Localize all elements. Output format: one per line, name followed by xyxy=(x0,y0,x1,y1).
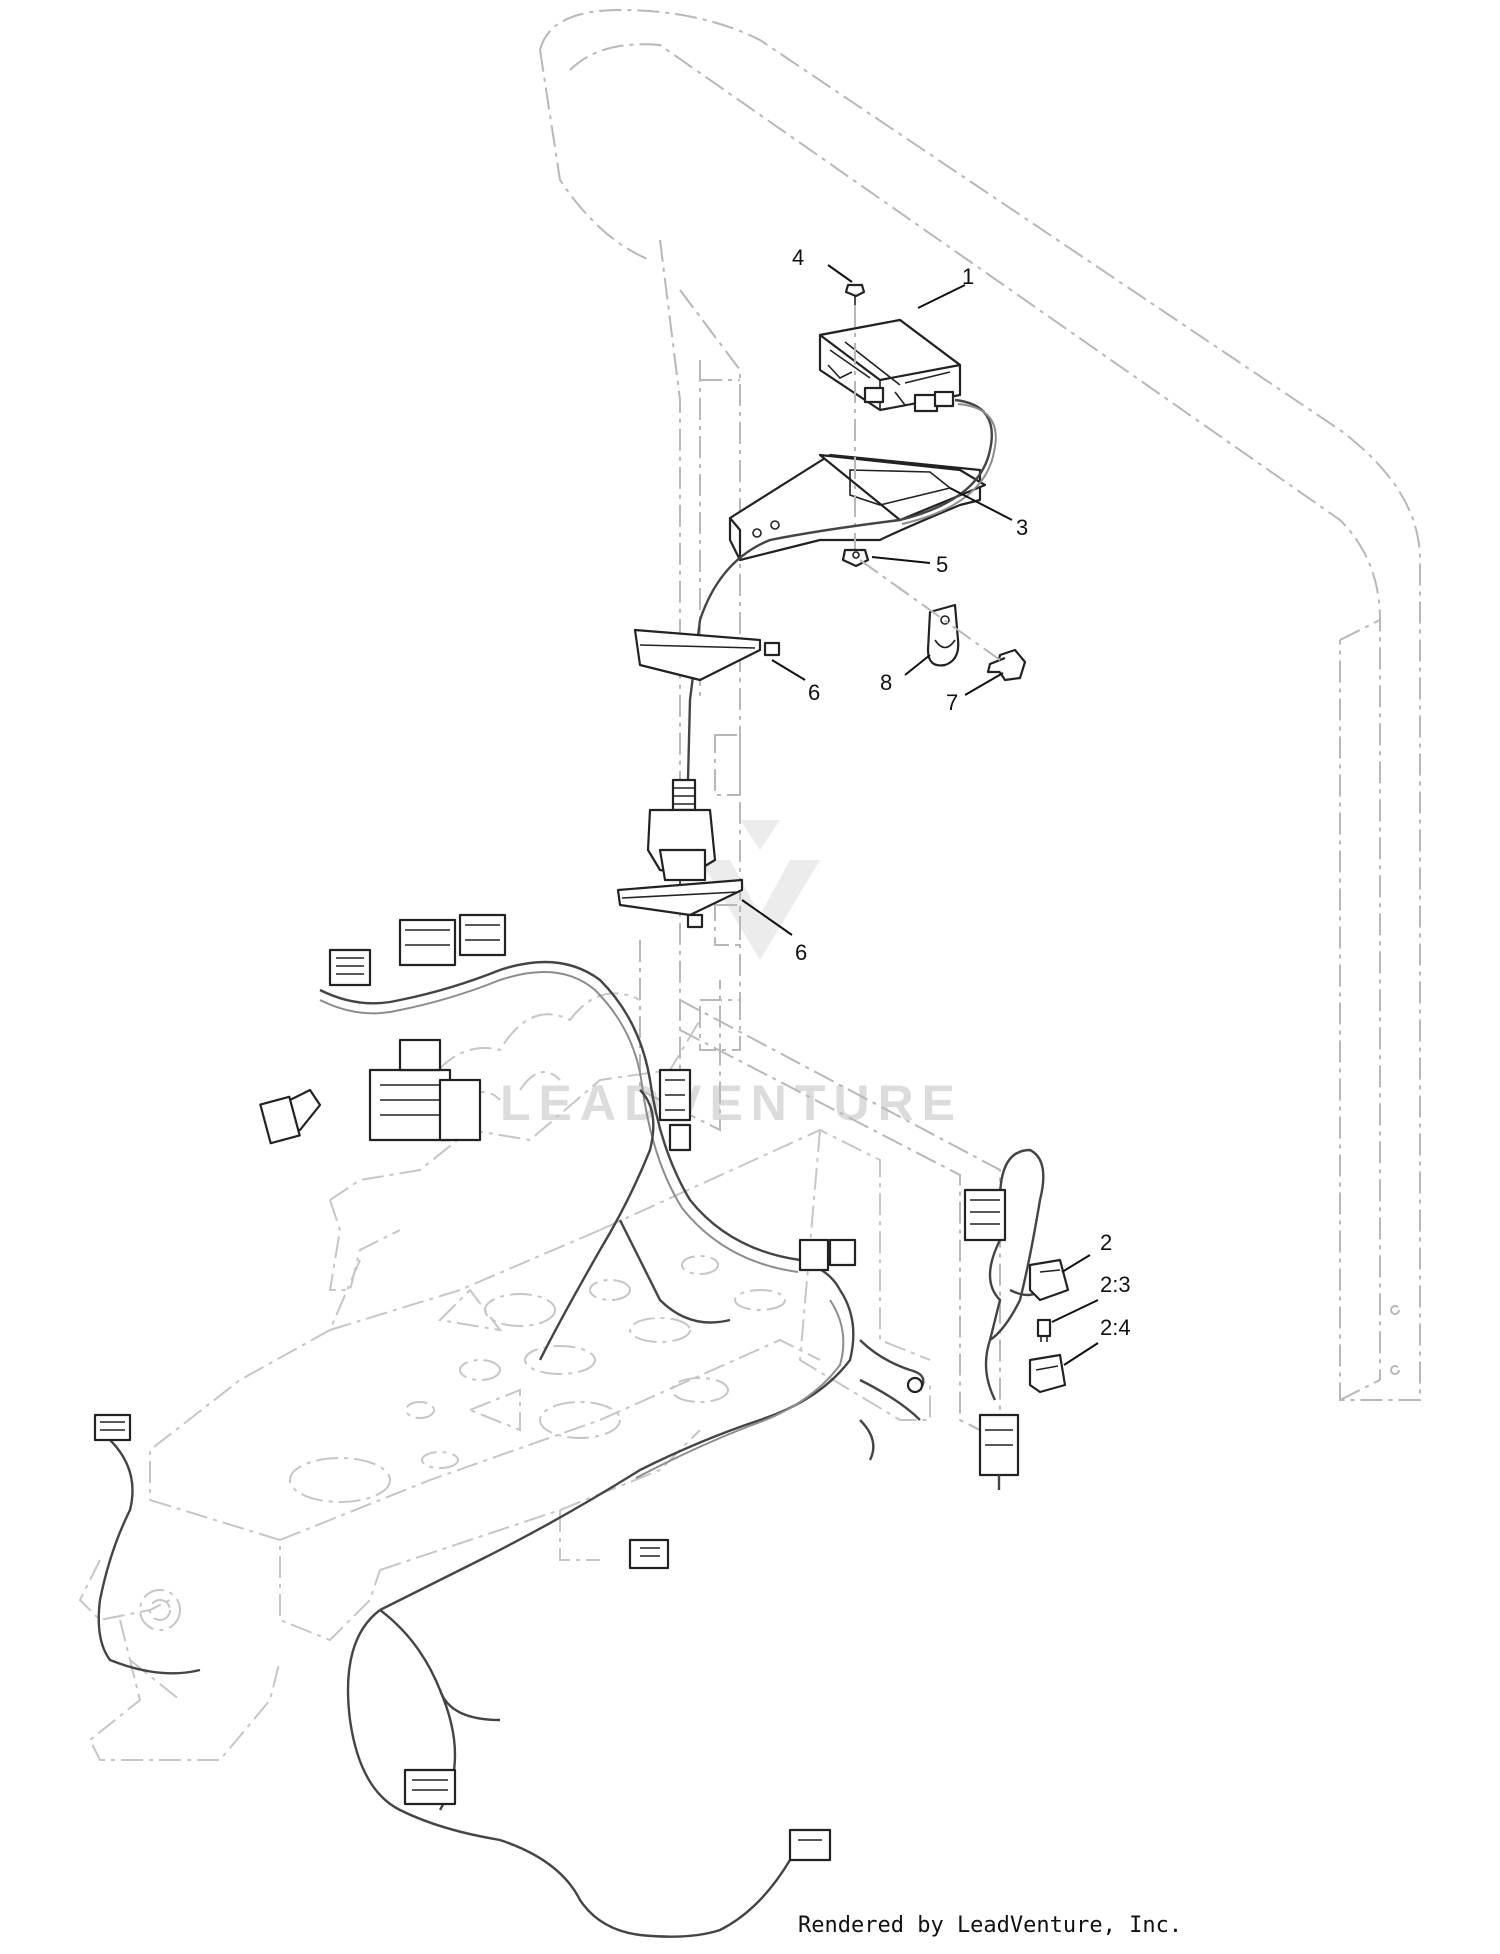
fuse-holder-cover xyxy=(1028,1353,1067,1394)
fuse xyxy=(1036,1318,1052,1342)
callout-label: 2:3 xyxy=(1100,1272,1131,1297)
watermark: LEADVENTURE xyxy=(500,820,963,1131)
jumper-harness xyxy=(963,1148,1045,1490)
harness-connector-bottom-right xyxy=(788,1828,832,1862)
callout-2-4: 2:4 xyxy=(1063,1315,1131,1366)
callout-6-lower: 6 xyxy=(741,899,807,965)
callout-3: 3 xyxy=(949,487,1028,540)
callout-5: 5 xyxy=(871,552,948,577)
harness-connector-group-left xyxy=(259,913,507,1145)
callout-2: 2 xyxy=(1061,1230,1112,1273)
screw xyxy=(986,648,1027,682)
callout-label: 3 xyxy=(1016,515,1028,540)
harness-connector-left-end xyxy=(93,1413,132,1442)
rendered-by-credit: Rendered by LeadVenture, Inc. xyxy=(798,1913,1182,1938)
control-module xyxy=(818,318,962,413)
harness-connector-ground xyxy=(859,1339,925,1394)
callout-label: 5 xyxy=(936,552,948,577)
callout-label: 2:4 xyxy=(1100,1315,1131,1340)
harness-connector-mid xyxy=(658,1068,692,1152)
bolt xyxy=(844,283,866,560)
module-harness xyxy=(646,398,997,900)
harness-connector-right xyxy=(798,1238,857,1272)
callout-6-upper: 6 xyxy=(771,659,820,705)
assembly-line-clamp xyxy=(859,559,1001,661)
cable-tie-lower xyxy=(616,878,744,929)
callout-2-3: 2:3 xyxy=(1051,1272,1131,1323)
watermark-text: LEADVENTURE xyxy=(500,1075,963,1131)
fuse-holder xyxy=(1028,1258,1070,1302)
callout-label: 8 xyxy=(880,670,892,695)
callout-4: 4 xyxy=(792,245,853,283)
callout-label: 2 xyxy=(1100,1230,1112,1255)
callout-label: 4 xyxy=(792,245,804,270)
callout-label: 6 xyxy=(795,940,807,965)
callout-1: 1 xyxy=(917,264,974,309)
cable-tie-upper xyxy=(633,628,781,682)
callout-label: 6 xyxy=(808,680,820,705)
callout-7: 7 xyxy=(946,672,1004,715)
callout-label: 1 xyxy=(962,264,974,289)
harness-connector-lower-mid xyxy=(628,1538,670,1570)
harness-connector-bottom xyxy=(403,1768,457,1806)
callout-label: 7 xyxy=(946,690,958,715)
callout-8: 8 xyxy=(880,654,931,695)
cable-clamp xyxy=(926,603,960,667)
